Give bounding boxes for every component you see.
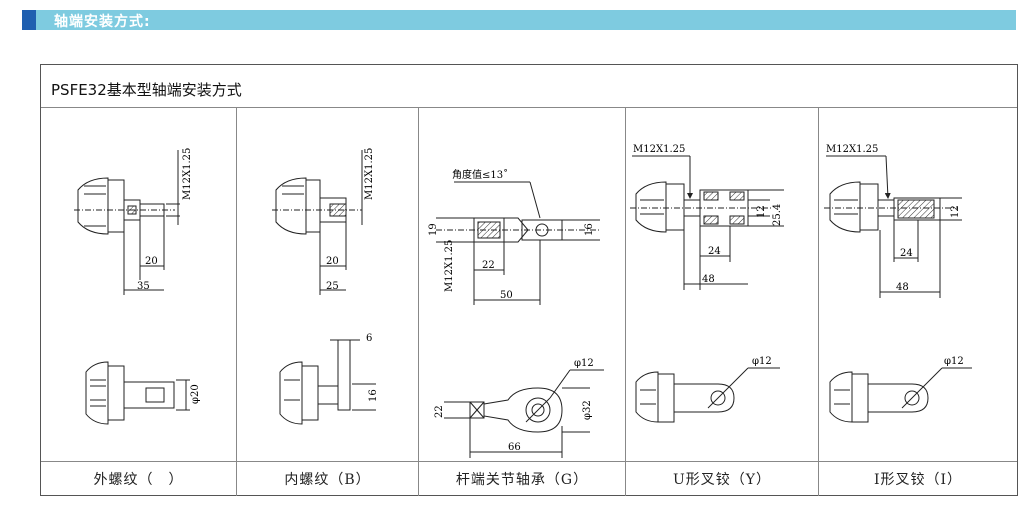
rod-dim-phi32: φ32 [582,400,593,420]
rod-dim-phi12: φ12 [574,358,594,369]
i-dim-48: 48 [896,282,909,293]
ext-dim-phi20: φ20 [190,384,201,404]
int-dim-16: 16 [368,389,379,402]
int-dim-25: 25 [326,281,339,292]
int-dim-6: 6 [366,333,372,344]
u-dim-phi12: φ12 [752,356,772,367]
label-u-clevis: U形叉铰（Y） [672,472,772,488]
column-divider [418,107,419,496]
i-dim-thread: M12X1.25 [826,144,878,155]
label-internal-thread: 内螺纹（B） [284,472,371,488]
rod-dim-50: 50 [500,290,513,301]
rod-dim-16: 16 [584,223,595,236]
external-thread-side-view [85,361,190,425]
section-header-bar: 轴端安装方式: [22,10,1016,30]
internal-thread-drawing [272,150,363,295]
u-clevis-side-view [635,367,780,423]
mounting-panel: PSFE32基本型轴端安装方式 外螺纹（ ） 内螺纹（B） 杆端关节轴承（G） … [40,64,1018,496]
i-clevis-drawing [824,155,962,298]
ext-dim-35: 35 [137,281,150,292]
u-dim-12: 12 [756,205,767,218]
i-dim-phi12: φ12 [944,356,964,367]
column-divider [818,107,819,496]
rod-dim-thread: M12X1.25 [444,240,455,292]
int-dim-thread: M12X1.25 [364,148,375,200]
column-divider [625,107,626,496]
rod-dim-66: 66 [508,442,521,453]
u-dim-48: 48 [702,274,715,285]
section-accent-block [22,10,36,30]
u-dim-25-4: 25.4 [772,204,783,226]
ext-dim-thread: M12X1.25 [182,148,193,200]
rod-dim-22b: 22 [434,405,445,418]
i-dim-24: 24 [900,248,913,259]
ext-dim-20: 20 [145,256,158,267]
column-divider [236,107,237,496]
int-dim-20: 20 [326,256,339,267]
label-rod-end-bearing: 杆端关节轴承（G） [455,472,589,488]
panel-title: PSFE32基本型轴端安装方式 [51,81,242,99]
rod-angle-note: 角度值≤13˚ [452,168,508,181]
label-i-clevis: I形叉铰（I） [873,472,963,488]
i-clevis-side-view [829,367,972,423]
u-clevis-drawing [630,155,784,290]
label-external-thread: 外螺纹（ ） [93,472,184,488]
i-dim-12: 12 [950,205,961,218]
header-divider [41,107,1017,108]
footer-divider [41,461,1017,462]
section-title: 轴端安装方式: [54,14,151,30]
u-dim-thread: M12X1.25 [633,144,685,155]
rod-end-side-view [444,369,604,458]
internal-thread-side-view [279,339,376,425]
u-dim-24: 24 [708,246,721,257]
external-thread-drawing [74,150,180,295]
rod-end-drawing [436,181,600,305]
rod-dim-19: 19 [428,223,439,236]
rod-dim-22: 22 [482,260,495,271]
